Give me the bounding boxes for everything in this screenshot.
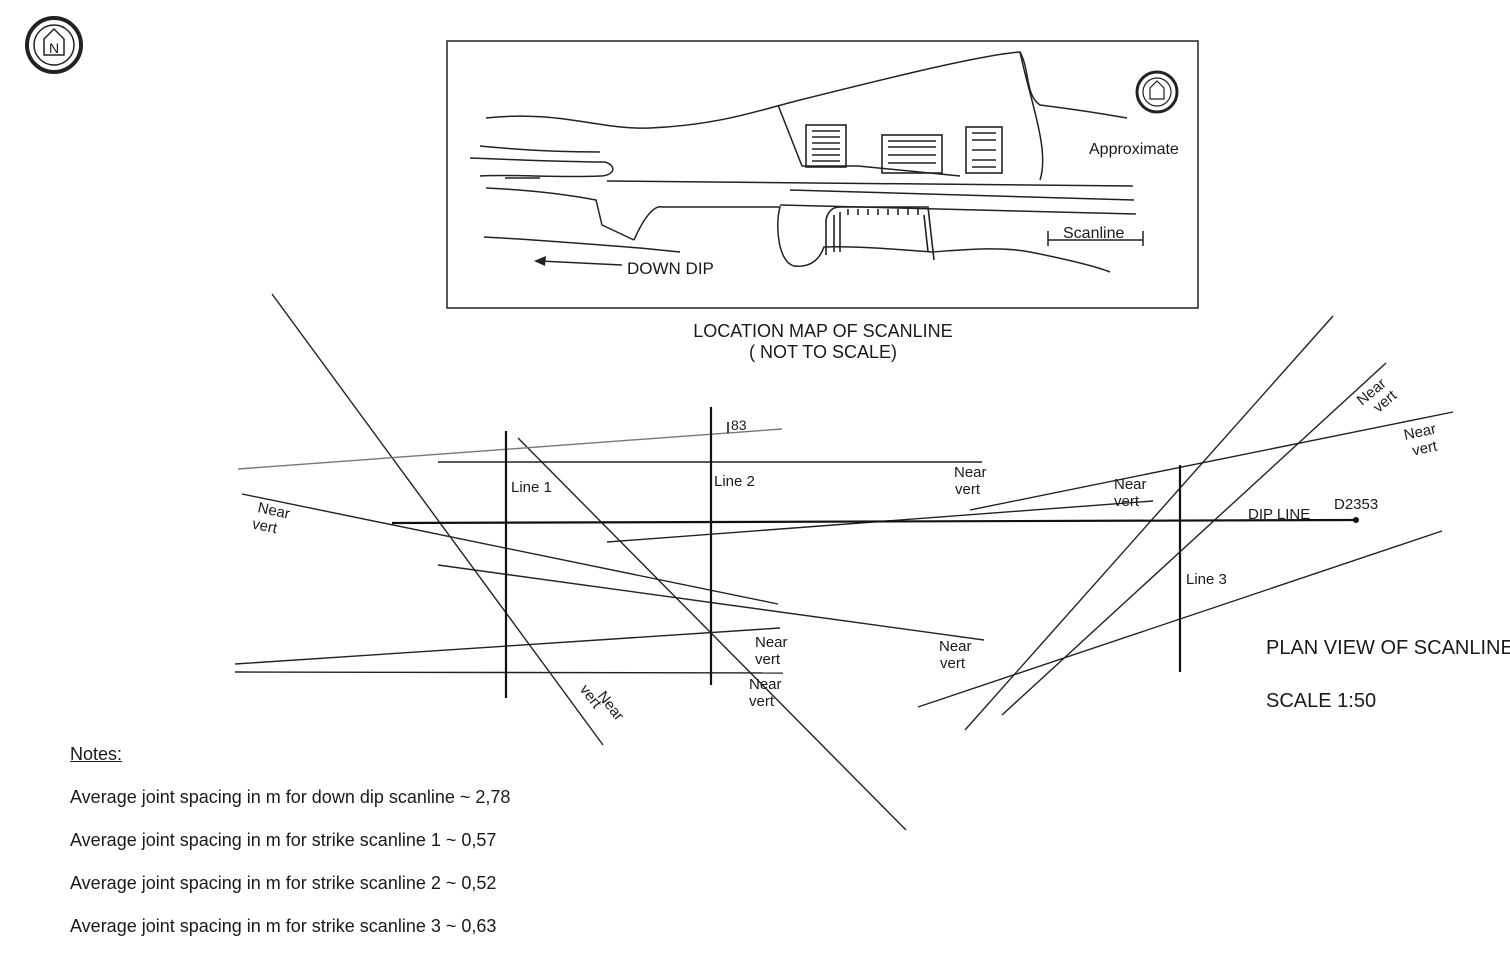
svg-text:vert: vert	[749, 693, 775, 710]
note-item: Average joint spacing in m for strike sc…	[70, 830, 497, 850]
svg-text:Near: Near	[256, 499, 291, 522]
svg-text:vert: vert	[1114, 493, 1140, 510]
strike-value: 83	[731, 417, 747, 433]
svg-text:vert: vert	[955, 481, 981, 498]
svg-text:vert: vert	[755, 651, 781, 668]
dip-line	[391, 518, 1357, 525]
line-3-label: Line 3	[1186, 571, 1227, 588]
svg-text:Near: Near	[1402, 421, 1437, 444]
plan-scale: SCALE 1:50	[1266, 690, 1376, 712]
location-map: Approximate Scanline DOWN DIP	[446, 40, 1199, 309]
svg-text:Near: Near	[755, 634, 788, 651]
near-vert-label: Near vert	[251, 499, 292, 537]
note-item: Average joint spacing in m for strike sc…	[70, 916, 497, 936]
approximate-label: Approximate	[1089, 141, 1179, 158]
line-2-label: Line 2	[714, 473, 755, 490]
near-vert-label: Near vert	[749, 676, 782, 710]
near-vert-label: Near vert	[576, 682, 627, 725]
map-caption: LOCATION MAP OF SCANLINE	[693, 321, 952, 341]
scanline-label: Scanline	[1063, 225, 1124, 242]
line-1-label: Line 1	[511, 479, 552, 496]
down-dip-label: DOWN DIP	[627, 259, 714, 278]
svg-text:Near: Near	[954, 464, 987, 481]
dip-line-label: DIP LINE	[1248, 506, 1310, 523]
near-vert-label: Near vert	[755, 634, 788, 668]
joint-traces	[234, 293, 1454, 831]
near-vert-label: Near vert	[954, 464, 987, 498]
near-vert-label: Near vert	[1354, 375, 1401, 416]
svg-text:Near: Near	[1114, 476, 1147, 493]
note-item: Average joint spacing in m for strike sc…	[70, 873, 497, 893]
svg-text:Near: Near	[749, 676, 782, 693]
station-point	[1353, 517, 1359, 523]
svg-text:vert: vert	[940, 655, 966, 672]
scanlines	[391, 407, 1357, 698]
plan-title: PLAN VIEW OF SCANLINE	[1266, 637, 1510, 659]
near-vert-label: Near vert	[1114, 476, 1147, 510]
near-vert-label: Near vert	[939, 638, 972, 672]
notes-block: Notes: Average joint spacing in m for do…	[70, 733, 510, 948]
notes-header: Notes:	[70, 744, 123, 764]
near-vert-label: Near vert	[1402, 421, 1440, 460]
svg-text:vert: vert	[251, 515, 280, 537]
note-item: Average joint spacing in m for down dip …	[70, 787, 511, 807]
north-arrow-icon	[1135, 70, 1179, 114]
map-caption-sub: ( NOT TO SCALE)	[749, 342, 897, 362]
station-label: D2353	[1334, 496, 1378, 513]
svg-text:N: N	[49, 40, 59, 56]
svg-text:Near: Near	[939, 638, 972, 655]
north-arrow-icon: N	[25, 16, 83, 74]
svg-text:vert: vert	[576, 682, 605, 713]
svg-text:vert: vert	[1411, 438, 1440, 460]
